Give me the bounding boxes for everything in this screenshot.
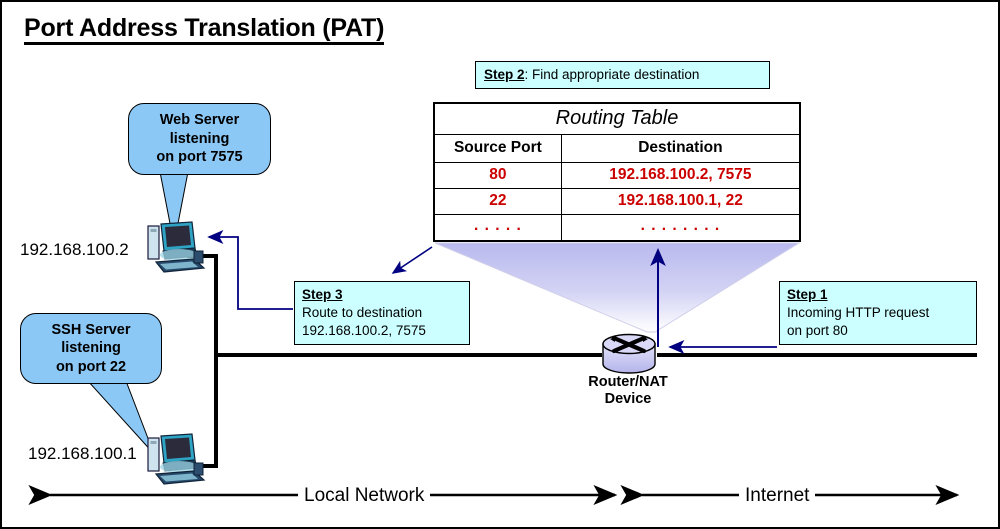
table-row: 80 192.168.100.2, 7575: [433, 162, 801, 189]
cell-source-port: 22: [433, 188, 562, 215]
arrow-step3-to-webserver: [207, 229, 293, 310]
router-label-line: Router/NAT: [588, 374, 668, 390]
routing-table-header-row: Source Port Destination: [433, 134, 801, 163]
step-3-callout: Step 3 Route to destination 192.168.100.…: [294, 281, 470, 345]
ip-label-ssh-server: 192.168.100.1: [28, 444, 137, 463]
cell-source-port: 80: [433, 162, 562, 189]
ip-label-web-server: 192.168.100.2: [20, 240, 129, 259]
routing-table: Routing Table Source Port Destination 80…: [433, 102, 801, 242]
routing-table-title: Routing Table: [434, 103, 800, 135]
cell-destination: 192.168.100.2, 7575: [560, 162, 801, 189]
column-header-source-port: Source Port: [433, 134, 562, 163]
bubble-line: on port 7575: [156, 149, 243, 166]
bubble-line: listening: [61, 340, 121, 357]
step-2-label: Step 2: [484, 67, 525, 82]
page-title: Port Address Translation (PAT): [24, 15, 384, 46]
bubble-line: on port 22: [55, 358, 127, 375]
table-row: . . . . . . . . . . . . .: [433, 214, 801, 242]
lookup-cone: [434, 242, 801, 333]
column-header-destination: Destination: [560, 134, 801, 163]
speech-bubble-web-server: Web Server listening on port 7575: [128, 103, 271, 175]
bubble-line: Web Server: [159, 112, 240, 129]
cell-destination: 192.168.100.1, 22: [560, 188, 801, 215]
step-3-line: 192.168.100.2, 7575: [302, 322, 426, 338]
step-1-line: Incoming HTTP request: [787, 304, 930, 320]
step-3-label: Step 3: [302, 287, 343, 302]
cell-source-port-ellipsis: . . . . .: [433, 214, 562, 242]
step-2-callout: Step 2: Find appropriate destination: [475, 61, 770, 89]
router-nat-icon: [602, 333, 656, 374]
table-row: 22 192.168.100.1, 22: [433, 188, 801, 215]
arrow-table-to-step3: [391, 246, 433, 274]
step-1-line: on port 80: [787, 322, 848, 338]
zone-label-local-network: Local Network: [298, 485, 431, 507]
computer-icon-web-server: [147, 221, 206, 273]
cell-destination-ellipsis: . . . . . . . .: [560, 214, 801, 242]
router-label-line: Device: [604, 391, 652, 408]
step-1-label: Step 1: [787, 287, 828, 302]
bubble-line: listening: [169, 130, 230, 147]
computer-icon-ssh-server: [147, 433, 206, 485]
step-3-line: Route to destination: [302, 304, 423, 320]
step-1-callout: Step 1 Incoming HTTP request on port 80: [779, 281, 977, 345]
step-2-text: : Find appropriate destination: [524, 67, 700, 82]
routing-table-title-row: Routing Table: [434, 103, 800, 135]
bubble-line: SSH Server: [51, 321, 131, 338]
router-nat-label: Router/NAT Device: [558, 374, 698, 408]
speech-bubble-ssh-server: SSH Server listening on port 22: [20, 313, 162, 384]
zone-label-internet: Internet: [739, 485, 816, 507]
